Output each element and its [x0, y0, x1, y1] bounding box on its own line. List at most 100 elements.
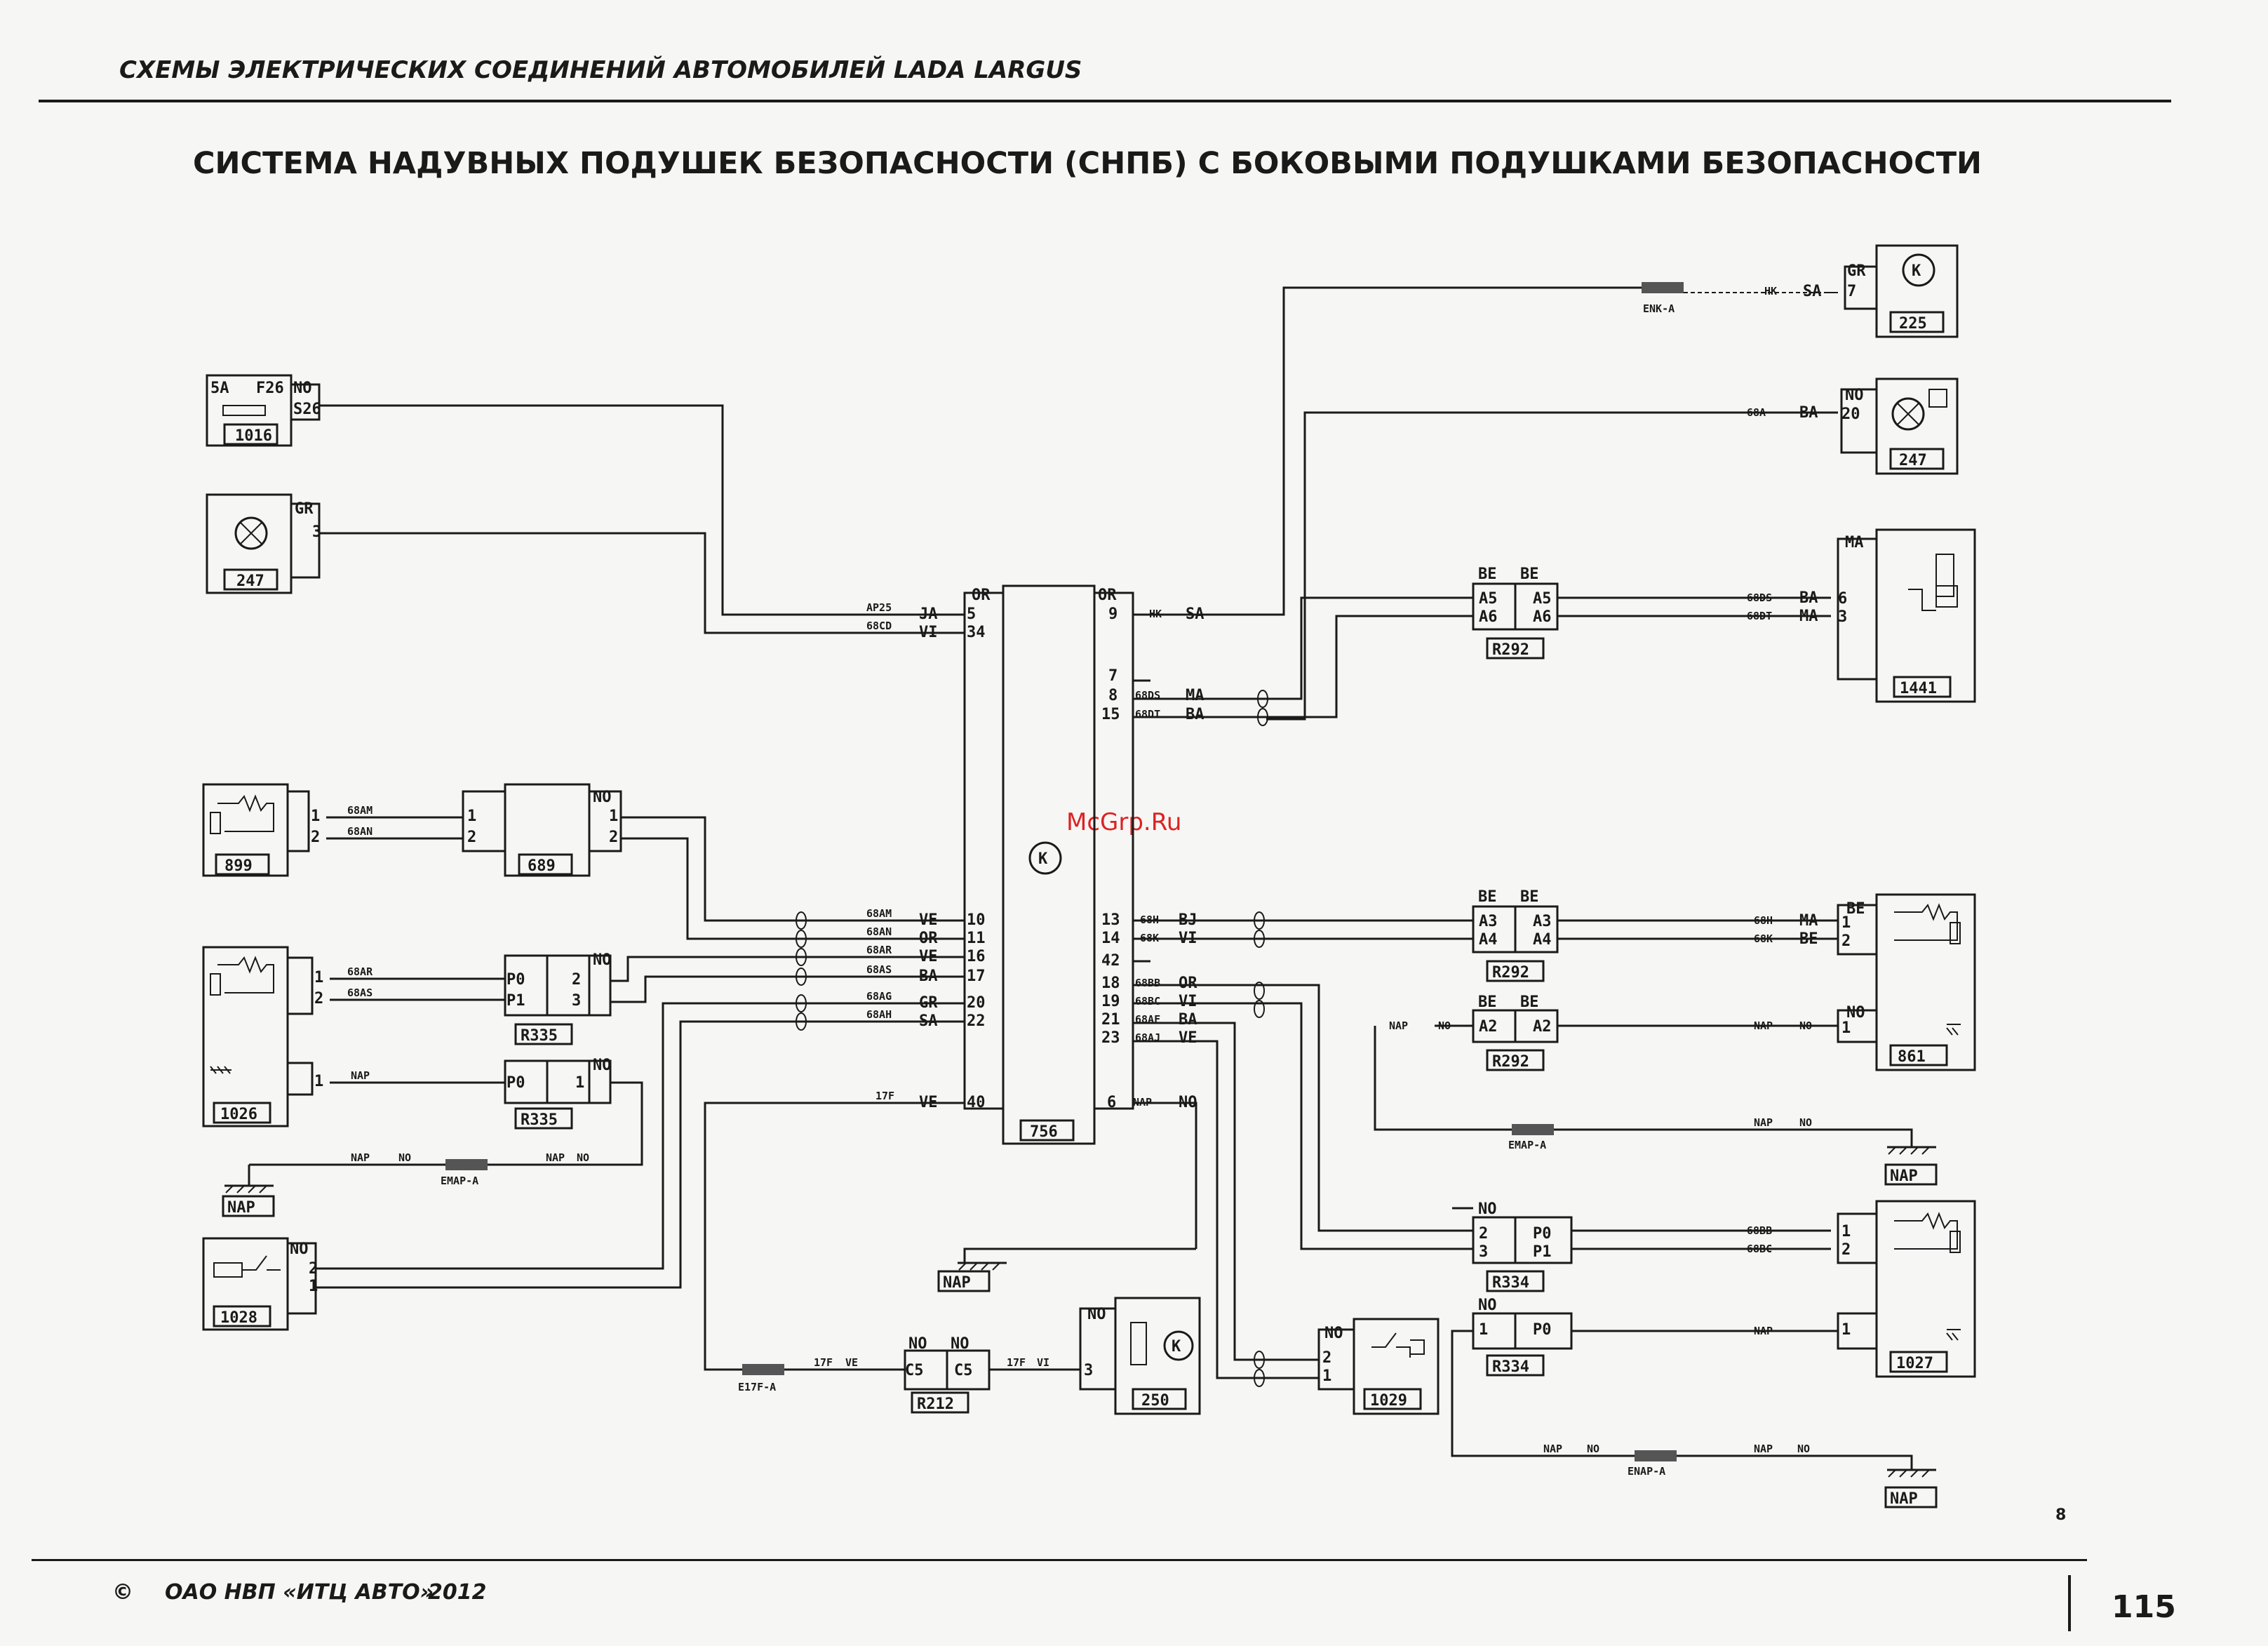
svg-text:11: 11	[967, 930, 986, 947]
component-899: 899 1 2	[202, 783, 320, 877]
svg-text:19: 19	[1101, 993, 1120, 1010]
footer-rule	[32, 1559, 2087, 1561]
svg-text:68AS: 68AS	[866, 963, 892, 976]
c1027-id: 1027	[1896, 1355, 1933, 1372]
w68ds-r: 68DS	[1747, 591, 1772, 604]
footer-note: 8	[2055, 1506, 2067, 1524]
c1441-id: 1441	[1900, 680, 1937, 697]
r212-color1: NO	[908, 1335, 927, 1353]
svg-text:K: K	[1038, 850, 1048, 868]
component-1027: 1027 1 2 1	[1837, 1200, 1976, 1378]
r292c-color1: BE	[1478, 993, 1497, 1011]
page-number: 115	[2112, 1589, 2176, 1625]
svg-text:K: K	[1172, 1338, 1181, 1356]
svg-text:VE: VE	[919, 1094, 938, 1111]
w68a: 68A	[1747, 406, 1766, 419]
c1441-color: MA	[1845, 534, 1864, 551]
c1026-pin1: 1	[314, 969, 323, 986]
c689-pin2: 2	[467, 829, 476, 846]
component-r212: R212 NO NO C5 C5	[904, 1335, 991, 1414]
svg-text:AP25: AP25	[866, 601, 892, 614]
svg-text:BA: BA	[1179, 1011, 1197, 1029]
wma-1441: MA	[1799, 608, 1818, 625]
watermark: McGrp.Ru	[1066, 808, 1182, 836]
c1026-id: 1026	[220, 1106, 257, 1123]
wno-l1: NO	[398, 1151, 411, 1164]
wnap-l1: NAP	[351, 1151, 370, 1164]
r212-color2: NO	[951, 1335, 969, 1353]
r292c-id: R292	[1492, 1053, 1529, 1071]
svg-text:MA: MA	[1186, 687, 1205, 704]
c1029-color: NO	[1324, 1325, 1343, 1342]
wnap-l2: NAP	[546, 1151, 565, 1164]
c899-pin1: 1	[311, 808, 320, 825]
wnap-gnd2b: NAP	[1754, 1443, 1773, 1455]
nap-right2-id: NAP	[1890, 1490, 1918, 1508]
c1016-pin: S26	[293, 401, 321, 418]
r334b-pin2: P0	[1533, 1321, 1552, 1339]
r292a-pin4: A6	[1533, 608, 1552, 626]
w1026-3: NAP	[351, 1069, 370, 1082]
wemapa-r: EMAP-A	[1508, 1139, 1546, 1151]
r292b-id: R292	[1492, 964, 1529, 982]
w68bb-r: 68BB	[1747, 1224, 1772, 1237]
svg-text:20: 20	[967, 994, 986, 1012]
c250-color: NO	[1087, 1306, 1106, 1323]
c861-color2: NO	[1846, 1004, 1865, 1022]
r334a-pin2: 3	[1479, 1243, 1488, 1261]
r334b-pin1: 1	[1479, 1321, 1488, 1339]
c861-pin3: 1	[1841, 1019, 1851, 1037]
svg-text:5: 5	[967, 605, 976, 623]
c247l-id: 247	[236, 573, 264, 590]
svg-text:17F: 17F	[875, 1090, 894, 1102]
component-247-left: 247 GR 3	[206, 493, 321, 594]
component-r334-a: R334 NO 2 3 P0 P1	[1452, 1200, 1573, 1292]
component-1029: 1029 NO 2 1	[1317, 1318, 1440, 1415]
svg-text:68CD: 68CD	[866, 620, 892, 632]
wnap-861: NAP	[1754, 1019, 1773, 1032]
svg-text:68AM: 68AM	[866, 907, 892, 920]
svg-text:13: 13	[1101, 911, 1120, 929]
wba-247: BA	[1799, 404, 1818, 422]
svg-text:VI: VI	[919, 624, 938, 641]
c247l-pin: 3	[312, 523, 321, 541]
component-r292-c: R292 BE BE A2 A2	[1472, 993, 1559, 1071]
r335a-id: R335	[521, 1027, 558, 1045]
component-r335-a: R335 NO P0 P1 2 3	[504, 951, 612, 1045]
wnap-gnd1: NAP	[1754, 1116, 1773, 1129]
svg-text:34: 34	[967, 624, 986, 641]
component-1028: 1028 NO 2 1	[202, 1237, 318, 1331]
twist-markers-left	[796, 911, 807, 1031]
wenapa: ENAP-A	[1628, 1465, 1665, 1478]
c756-right-color: OR	[1098, 587, 1117, 604]
w1026-1: 68AR	[347, 965, 373, 978]
c1029-id: 1029	[1370, 1392, 1407, 1410]
component-250: K 250 NO 3	[1079, 1297, 1201, 1415]
component-247-right: 247 NO 20	[1840, 377, 1959, 475]
r334b-color: NO	[1478, 1297, 1497, 1314]
r292a-pin1: A5	[1479, 590, 1498, 608]
c756-id: 756	[1030, 1123, 1058, 1141]
c247r-color: NO	[1845, 387, 1864, 404]
r292b-pin3: A3	[1533, 913, 1552, 930]
wma-861: MA	[1799, 912, 1818, 930]
r292a-color1: BE	[1478, 566, 1497, 583]
svg-text:9: 9	[1108, 605, 1118, 623]
wve-a: VE	[845, 1356, 858, 1369]
svg-text:42: 42	[1101, 952, 1120, 970]
twist-markers-right-mid	[1254, 911, 1265, 1387]
wenka: ENK-A	[1643, 302, 1675, 315]
component-r292-a: R292 BE BE A5 A6 A5 A6	[1472, 566, 1559, 660]
w899-2: 68AN	[347, 825, 373, 838]
r292c-pin2: A2	[1533, 1018, 1552, 1036]
component-1441: 1441 MA 6 3	[1837, 528, 1976, 703]
footer-copyright-symbol: ©	[112, 1580, 133, 1605]
r212-id: R212	[917, 1396, 954, 1413]
ground-nap-right1: NAP	[1884, 1146, 1938, 1186]
we17fa: E17F-A	[738, 1381, 776, 1393]
r334a-id: R334	[1492, 1274, 1529, 1292]
r292a-pin3: A5	[1533, 590, 1552, 608]
r292a-pin2: A6	[1479, 608, 1498, 626]
r292c-pin1: A2	[1479, 1018, 1498, 1036]
c899-pin2: 2	[311, 829, 320, 846]
